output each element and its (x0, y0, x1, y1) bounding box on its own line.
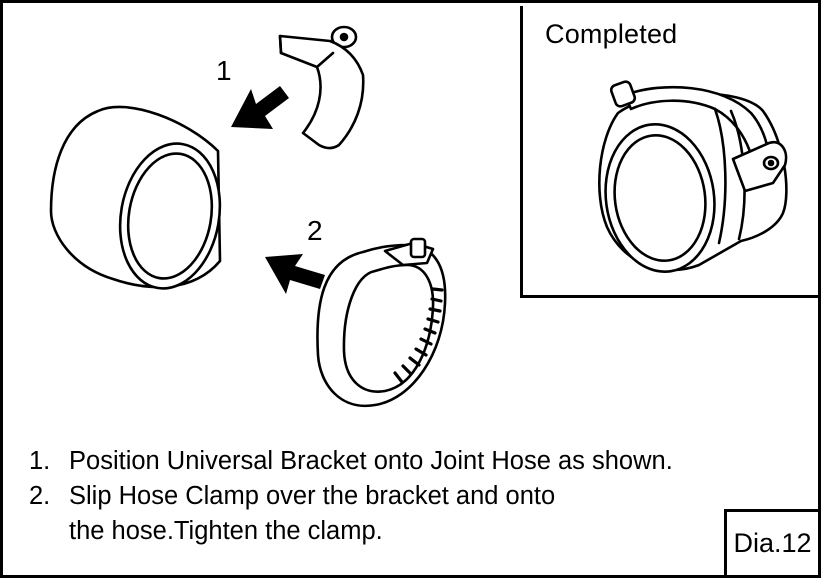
instruction-step-2: 2. Slip Hose Clamp over the bracket and o… (29, 479, 819, 514)
completed-assembly-icon (598, 80, 788, 273)
completed-inset: Completed (520, 6, 821, 298)
inset-title: Completed (545, 19, 678, 49)
instruction-step-2-continued: the hose.Tighten the clamp. (29, 514, 819, 549)
diagram-label: Dia.12 (724, 509, 818, 575)
universal-bracket-icon (278, 25, 365, 150)
hose-clamp-icon (316, 237, 447, 408)
step-text: Position Universal Bracket onto Joint Ho… (69, 447, 673, 475)
arrow-icon (265, 254, 325, 294)
instructions: 1. Position Universal Bracket onto Joint … (29, 444, 819, 549)
step-marker-2: 2 (307, 215, 323, 246)
step-text: Slip Hose Clamp over the bracket and ont… (69, 482, 556, 510)
diagram-artwork (49, 25, 788, 408)
joint-hose-icon (49, 105, 222, 290)
instruction-step-1: 1. Position Universal Bracket onto Joint … (29, 444, 819, 479)
arrow-icon (231, 86, 289, 129)
step-text: the hose.Tighten the clamp. (69, 517, 383, 545)
step-number: 2. (29, 482, 51, 510)
step-marker-1: 1 (216, 55, 232, 86)
step-number: 1. (29, 447, 51, 475)
